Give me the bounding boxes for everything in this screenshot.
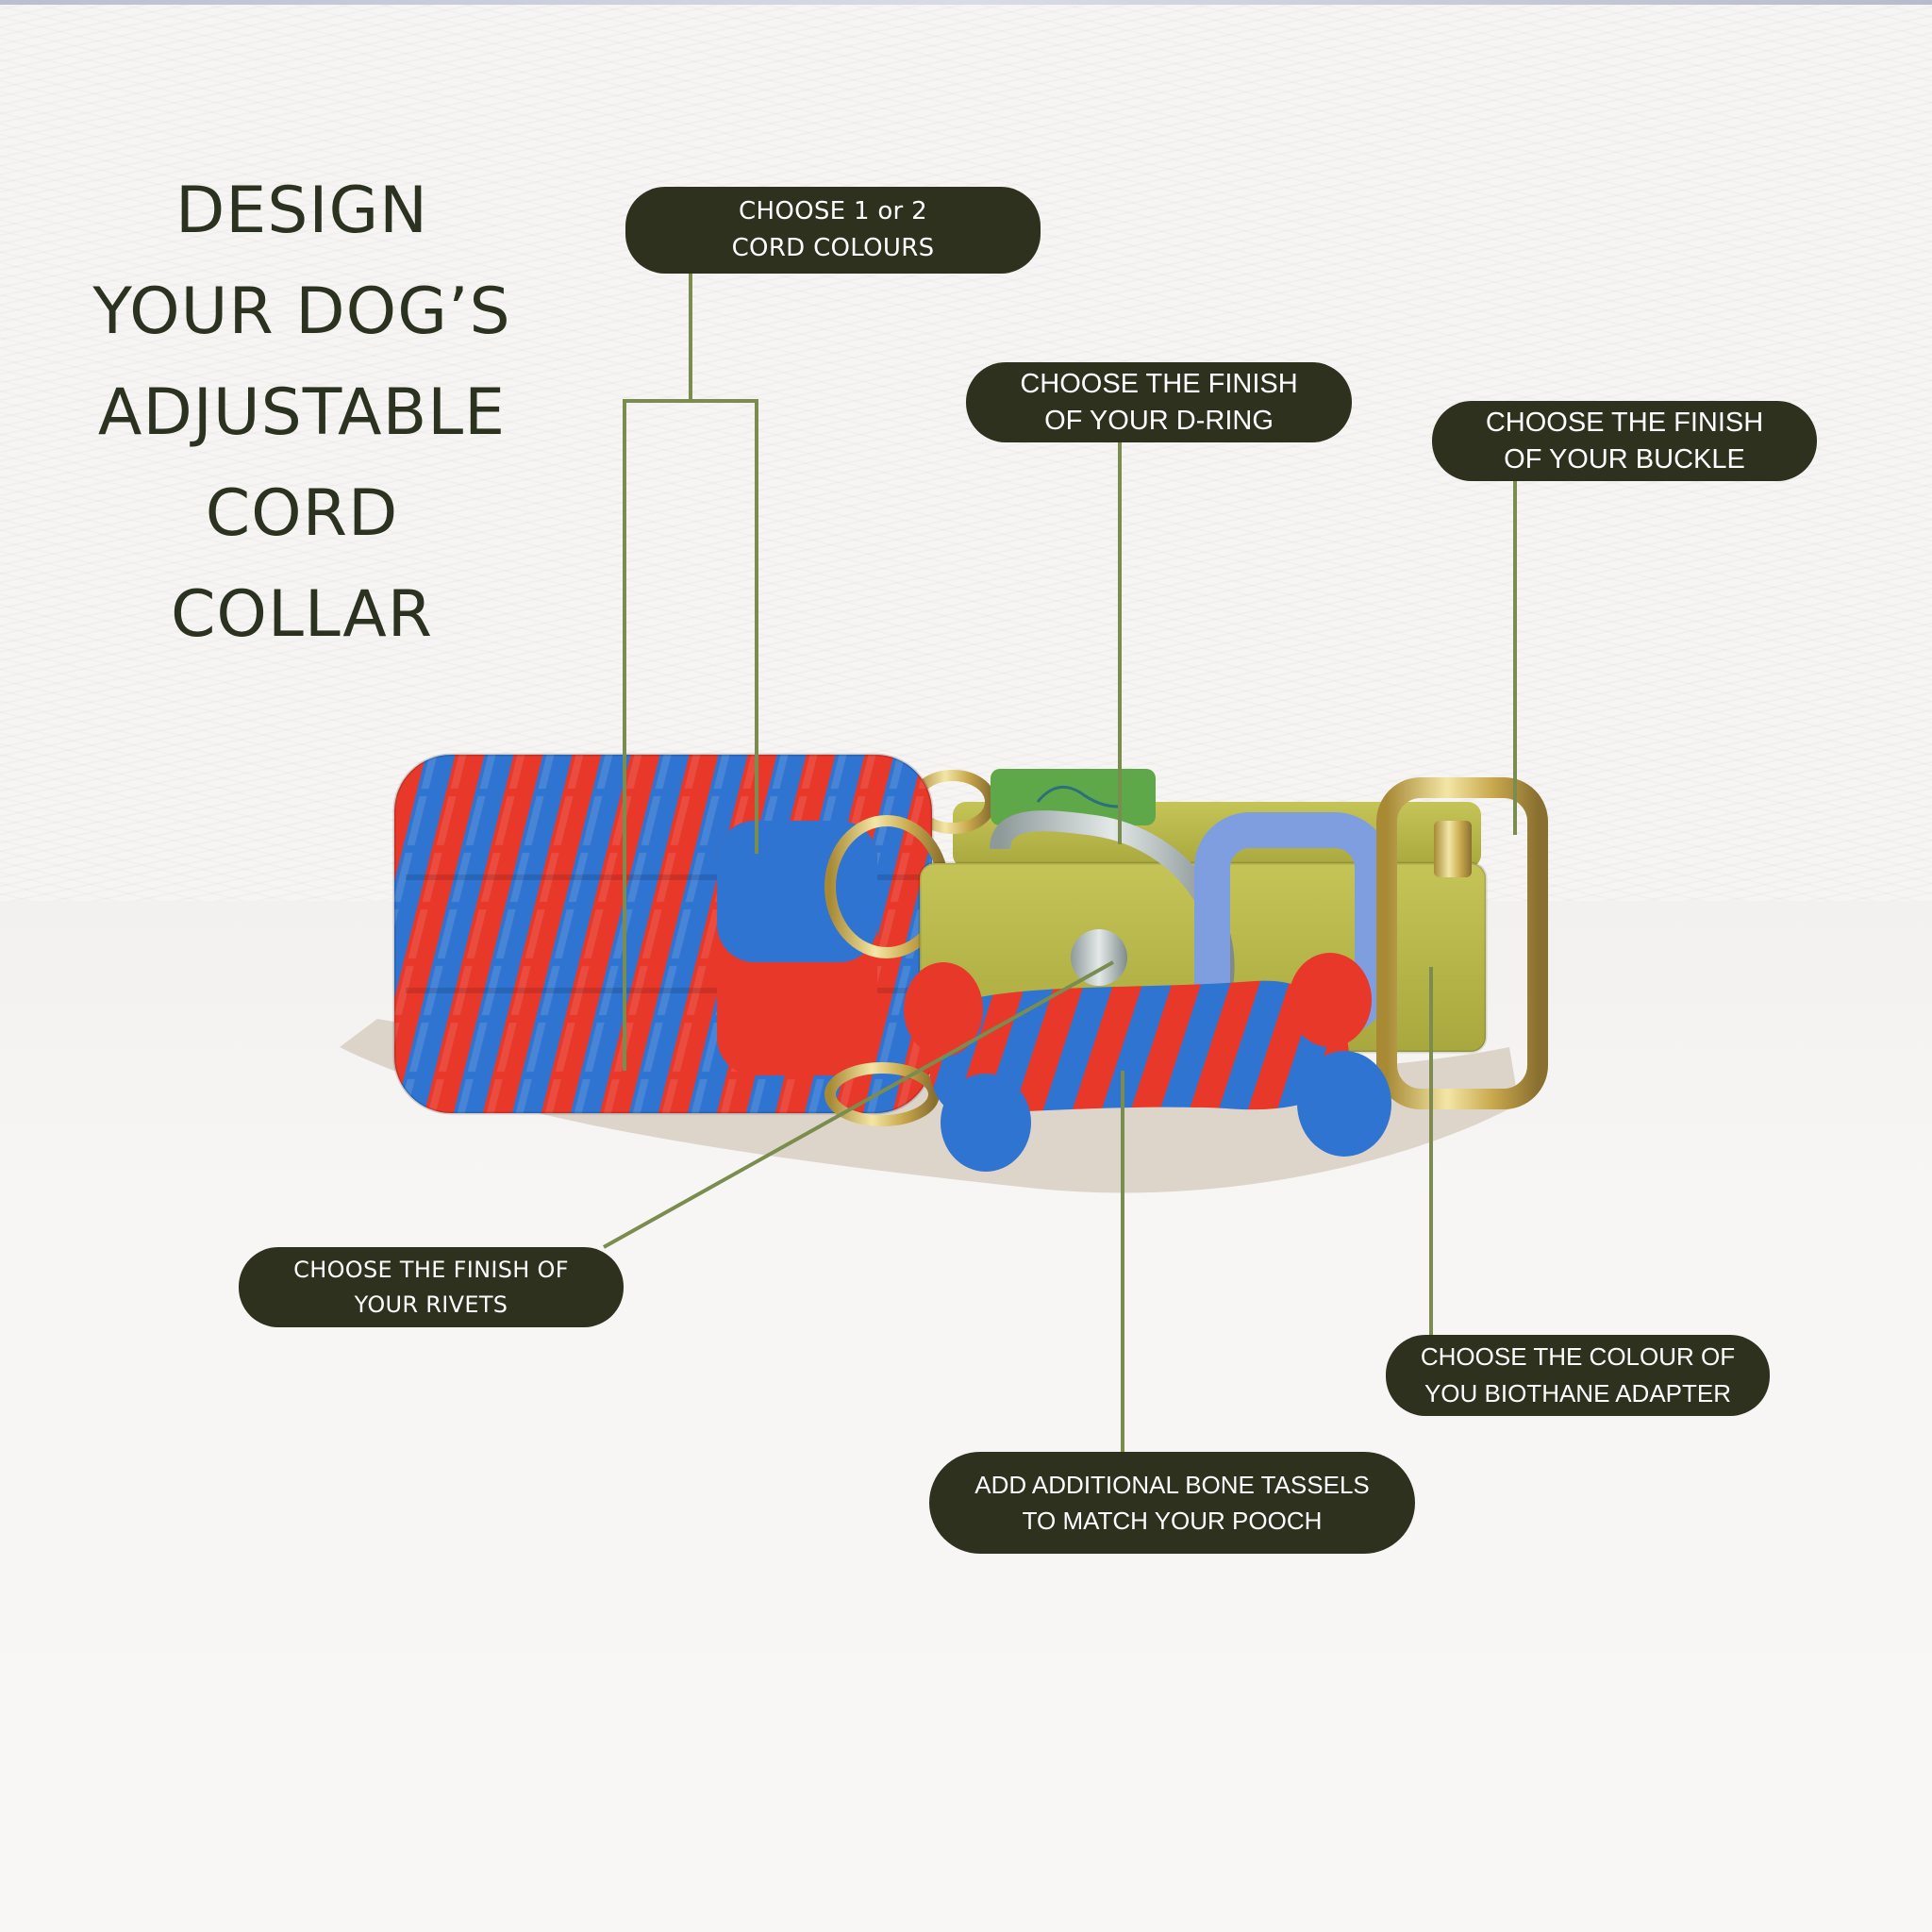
title-line-4: CORD xyxy=(205,476,399,551)
title-line-1: DESIGN xyxy=(175,174,429,248)
callout-biothane-adapter-line2: YOU BIOTHANE ADAPTER xyxy=(1424,1379,1732,1407)
callout-d-ring-line1: CHOOSE THE FINISH xyxy=(1020,368,1298,399)
connector-rivets xyxy=(603,960,1114,1249)
callout-buckle: CHOOSE THE FINISH OF YOUR BUCKLE xyxy=(1432,401,1817,481)
callout-d-ring: CHOOSE THE FINISH OF YOUR D-RING xyxy=(966,362,1352,442)
buckle xyxy=(1376,777,1548,1109)
callout-cord-colours-line1: CHOOSE 1 or 2 xyxy=(739,197,927,225)
callout-rivets-line1: CHOOSE THE FINISH OF xyxy=(293,1256,569,1283)
callout-bone-tassels-line2: TO MATCH YOUR POOCH xyxy=(1022,1507,1323,1535)
callout-buckle-line2: OF YOUR BUCKLE xyxy=(1504,443,1745,475)
title-line-2: YOUR DOG’S xyxy=(92,275,511,349)
callout-rivets: CHOOSE THE FINISH OF YOUR RIVETS xyxy=(239,1247,624,1327)
callout-biothane-adapter: CHOOSE THE COLOUR OF YOU BIOTHANE ADAPTE… xyxy=(1386,1335,1770,1416)
top-edge-strip xyxy=(0,0,1932,5)
callout-buckle-line1: CHOOSE THE FINISH xyxy=(1485,407,1764,438)
page-title: DESIGN YOUR DOG’S ADJUSTABLE CORD COLLAR xyxy=(57,160,547,665)
callout-bone-tassels-line1: ADD ADDITIONAL BONE TASSELS xyxy=(974,1471,1370,1499)
bone-tassel xyxy=(927,980,1349,1113)
callout-rivets-line2: YOUR RIVETS xyxy=(354,1291,508,1318)
title-line-3: ADJUSTABLE xyxy=(97,375,507,450)
title-line-5: COLLAR xyxy=(170,577,434,652)
callout-cord-colours: CHOOSE 1 or 2 CORD COLOURS xyxy=(625,187,1041,274)
rivet xyxy=(1071,929,1127,986)
callout-cord-colours-line2: CORD COLOURS xyxy=(731,234,935,262)
callout-bone-tassels: ADD ADDITIONAL BONE TASSELS TO MATCH YOU… xyxy=(929,1452,1415,1554)
callout-d-ring-line2: OF YOUR D-RING xyxy=(1044,405,1274,436)
callout-biothane-adapter-line1: CHOOSE THE COLOUR OF xyxy=(1420,1342,1736,1371)
